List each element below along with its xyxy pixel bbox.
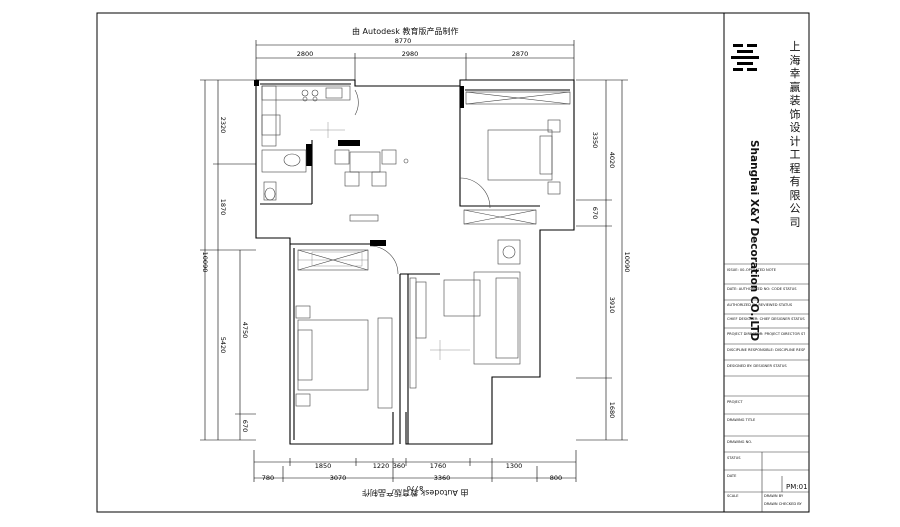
dim-left-mid-1: 4750	[241, 322, 249, 339]
dimension-lines	[200, 40, 628, 482]
dim-right-outer: 10090	[623, 252, 631, 273]
sheet-number: PM:01	[786, 483, 808, 491]
title-block-label: SCALE	[727, 494, 739, 498]
dim-top-seg-3: 2870	[512, 50, 529, 58]
dim-bottom-inner-4: 1760	[430, 462, 447, 470]
dim-left-outer: 10090	[201, 252, 209, 273]
dim-bottom-inner-2: 1220	[373, 462, 390, 470]
title-block-label: DRAWN BY	[764, 494, 784, 498]
dim-top-seg-2: 2980	[402, 50, 419, 58]
title-block	[724, 263, 809, 512]
furniture	[261, 85, 571, 409]
watermark-bottom: 由 Autodesk 教育版产品制作	[362, 488, 469, 497]
drawing-frame	[96, 12, 810, 513]
fixture-details	[298, 122, 470, 360]
title-block-row: DESIGNED BY: DESIGNER STATUS	[727, 364, 787, 368]
dim-top-total: 8770	[395, 37, 412, 45]
dim-right-inner-2: 4020	[608, 152, 616, 169]
title-block-row: DRAWING NO.	[727, 440, 753, 444]
dim-left-upper-2: 1870	[219, 199, 227, 216]
dim-bottom-inner-3: 360	[393, 462, 405, 470]
company-name-en: Shanghai X&Y Decoration CO.,LTD	[748, 140, 760, 342]
walls	[255, 79, 575, 445]
dim-bottom-seg-5: 1300	[506, 462, 523, 470]
title-block-label: DRAWN CHECKED BY	[764, 502, 802, 506]
dim-right-inner-1: 3350	[591, 132, 599, 149]
dim-left-lower: 5420	[219, 337, 227, 354]
dim-bottom-seg-3: 3360	[434, 474, 451, 482]
dim-bottom-inner-1: 1850	[315, 462, 332, 470]
dim-top-seg-1: 2800	[297, 50, 314, 58]
company-name-cn: 上海幸赢装饰设计工程有限公司	[789, 40, 801, 229]
dim-bottom-total: 8770	[407, 484, 424, 492]
dim-bottom-seg-2: 3070	[330, 474, 347, 482]
company-logo-icon	[731, 44, 759, 71]
dim-left-upper-1: 2320	[219, 117, 227, 134]
title-block-row: AUTHORIZED BY: REVIEWED STATUS	[727, 303, 793, 307]
dim-bottom-seg-1: 780	[262, 474, 274, 482]
title-block-row: DRAWING TITLE	[727, 418, 756, 422]
wall-stubs	[254, 80, 464, 246]
watermark-top: 由 Autodesk 教育版产品制作	[352, 27, 459, 36]
title-block-row: PROJECT DIRECTOR: PROJECT DIRECTOR STATU…	[727, 332, 805, 336]
title-block-row: CHIEF DESIGNER: CHIEF DESIGNER STATUS	[727, 317, 805, 321]
title-block-row: STATUS	[727, 456, 741, 460]
title-block-row: PROJECT	[727, 400, 743, 404]
title-block-row: ISSUE: 00-OPERATED NOTE	[727, 268, 777, 272]
title-block-row: DISCIPLINE RESPONSIBLE: DISCIPLINE RESPO…	[727, 348, 805, 352]
dim-right-inner-4: 3910	[608, 297, 616, 314]
dim-right-inner-3: 670	[591, 207, 599, 219]
dim-bottom-seg-4: 800	[550, 474, 562, 482]
dim-left-mid-2: 670	[241, 420, 249, 432]
title-block-label: DATE	[727, 474, 737, 478]
dim-right-inner-5: 1680	[608, 402, 616, 419]
title-block-row: DATE: AUTHORIZED NO: CODE STATUS	[727, 287, 797, 291]
